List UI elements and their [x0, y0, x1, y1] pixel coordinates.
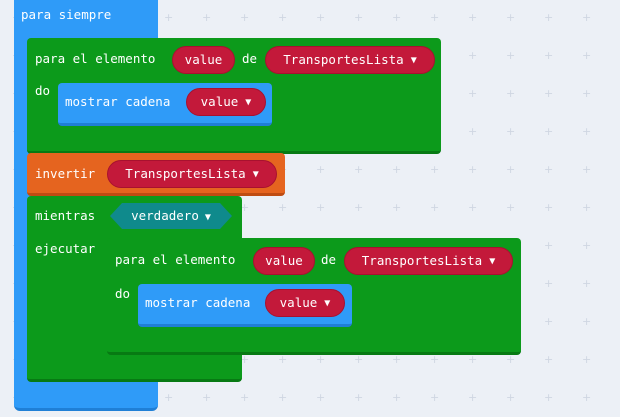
for-each-2-var-dropdown[interactable]: value	[253, 247, 315, 275]
reverse-list-dropdown[interactable]: TransportesLista▼	[107, 160, 277, 188]
for-each-1-do-label: do	[35, 83, 51, 98]
grid-plus-icon: +	[544, 353, 554, 366]
grid-plus-icon: +	[544, 163, 554, 176]
while-do-label: ejecutar	[35, 241, 96, 256]
grid-plus-icon: +	[354, 391, 364, 404]
grid-plus-icon: +	[544, 239, 554, 252]
grid-plus-icon: +	[468, 353, 478, 366]
grid-plus-icon: +	[544, 315, 554, 328]
grid-plus-icon: +	[544, 11, 554, 24]
grid-plus-icon: +	[316, 201, 326, 214]
show-string-2-label: mostrar cadena	[145, 295, 251, 310]
reverse-label: invertir	[35, 166, 96, 181]
grid-plus-icon: +	[430, 201, 440, 214]
grid-plus-icon: +	[202, 391, 212, 404]
grid-plus-icon: +	[240, 353, 250, 366]
grid-plus-icon: +	[582, 277, 592, 290]
chevron-down-icon: ▼	[489, 256, 496, 267]
grid-plus-icon: +	[278, 391, 288, 404]
grid-plus-icon: +	[316, 353, 326, 366]
grid-plus-icon: +	[278, 11, 288, 24]
grid-plus-icon: +	[240, 11, 250, 24]
chevron-down-icon: ▼	[204, 212, 211, 223]
for-each-2-of-label: de	[321, 252, 337, 267]
show-string-1-var-dropdown[interactable]: value▼	[186, 88, 266, 116]
grid-plus-icon: +	[468, 201, 478, 214]
for-each-1-list-dropdown[interactable]: TransportesLista▼	[265, 46, 435, 74]
grid-plus-icon: +	[544, 277, 554, 290]
while-condition-dropdown[interactable]: verdadero▼	[110, 203, 232, 229]
grid-plus-icon: +	[202, 11, 212, 24]
grid-plus-icon: +	[430, 163, 440, 176]
grid-plus-icon: +	[582, 201, 592, 214]
chevron-down-icon: ▼	[245, 97, 252, 108]
grid-plus-icon: +	[430, 391, 440, 404]
grid-plus-icon: +	[582, 11, 592, 24]
grid-plus-icon: +	[506, 87, 516, 100]
grid-plus-icon: +	[582, 239, 592, 252]
grid-plus-icon: +	[506, 353, 516, 366]
for-each-1-label: para el elemento	[35, 51, 156, 66]
grid-plus-icon: +	[506, 201, 516, 214]
grid-plus-icon: +	[468, 125, 478, 138]
grid-plus-icon: +	[468, 11, 478, 24]
grid-plus-icon: +	[506, 49, 516, 62]
for-each-1-of-label: de	[242, 51, 258, 66]
grid-plus-icon: +	[544, 87, 554, 100]
grid-plus-icon: +	[164, 11, 174, 24]
grid-plus-icon: +	[164, 391, 174, 404]
grid-plus-icon: +	[582, 353, 592, 366]
grid-plus-icon: +	[506, 11, 516, 24]
chevron-down-icon: ▼	[252, 169, 259, 180]
grid-plus-icon: +	[392, 201, 402, 214]
grid-plus-icon: +	[354, 353, 364, 366]
for-each-2-list-dropdown[interactable]: TransportesLista▼	[344, 247, 513, 275]
grid-plus-icon: +	[582, 49, 592, 62]
for-each-1-var-dropdown[interactable]: value	[172, 46, 235, 74]
grid-plus-icon: +	[544, 49, 554, 62]
grid-plus-icon: +	[544, 391, 554, 404]
grid-plus-icon: +	[316, 391, 326, 404]
while-label: mientras	[35, 208, 96, 223]
grid-plus-icon: +	[468, 49, 478, 62]
grid-plus-icon: +	[582, 125, 592, 138]
grid-plus-icon: +	[506, 163, 516, 176]
for-each-2-do-label: do	[115, 286, 131, 301]
show-string-1-label: mostrar cadena	[65, 94, 171, 109]
grid-plus-icon: +	[468, 391, 478, 404]
grid-plus-icon: +	[468, 87, 478, 100]
grid-plus-icon: +	[278, 353, 288, 366]
grid-plus-icon: +	[582, 391, 592, 404]
grid-plus-icon: +	[392, 391, 402, 404]
grid-plus-icon: +	[240, 391, 250, 404]
grid-plus-icon: +	[506, 125, 516, 138]
grid-plus-icon: +	[430, 353, 440, 366]
grid-plus-icon: +	[354, 163, 364, 176]
grid-plus-icon: +	[392, 353, 402, 366]
grid-plus-icon: +	[582, 87, 592, 100]
grid-plus-icon: +	[392, 11, 402, 24]
grid-plus-icon: +	[240, 201, 250, 214]
for-each-2-label: para el elemento	[115, 252, 236, 267]
grid-plus-icon: +	[582, 315, 592, 328]
grid-plus-icon: +	[544, 201, 554, 214]
grid-plus-icon: +	[430, 11, 440, 24]
chevron-down-icon: ▼	[410, 55, 417, 66]
chevron-down-icon: ▼	[324, 298, 331, 309]
grid-plus-icon: +	[544, 125, 554, 138]
grid-plus-icon: +	[582, 163, 592, 176]
grid-plus-icon: +	[392, 163, 402, 176]
show-string-2-var-dropdown[interactable]: value▼	[265, 289, 345, 317]
grid-plus-icon: +	[316, 163, 326, 176]
grid-plus-icon: +	[468, 163, 478, 176]
grid-plus-icon: +	[506, 391, 516, 404]
grid-plus-icon: +	[316, 11, 326, 24]
grid-plus-icon: +	[354, 201, 364, 214]
forever-label: para siempre	[21, 7, 112, 22]
grid-plus-icon: +	[354, 11, 364, 24]
grid-plus-icon: +	[278, 201, 288, 214]
